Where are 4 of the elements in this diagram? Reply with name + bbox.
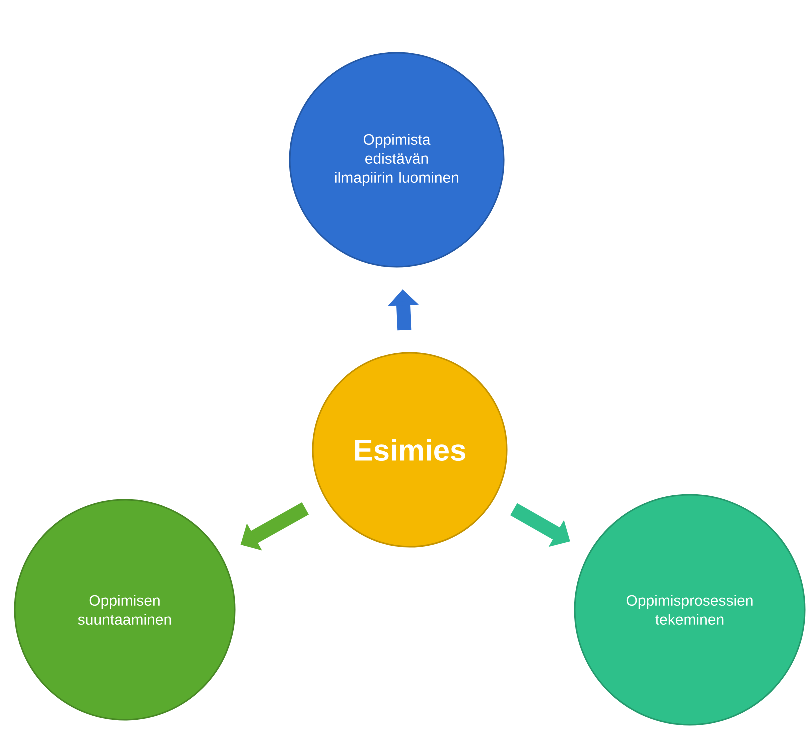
circle-node: Oppimisprosessien tekeminen [574,494,806,726]
circle-node: Oppimista edistävän ilmapiirin luominen [289,52,505,268]
circle-node: Esimies [312,352,508,548]
circle-node: Oppimisen suuntaaminen [14,499,236,721]
